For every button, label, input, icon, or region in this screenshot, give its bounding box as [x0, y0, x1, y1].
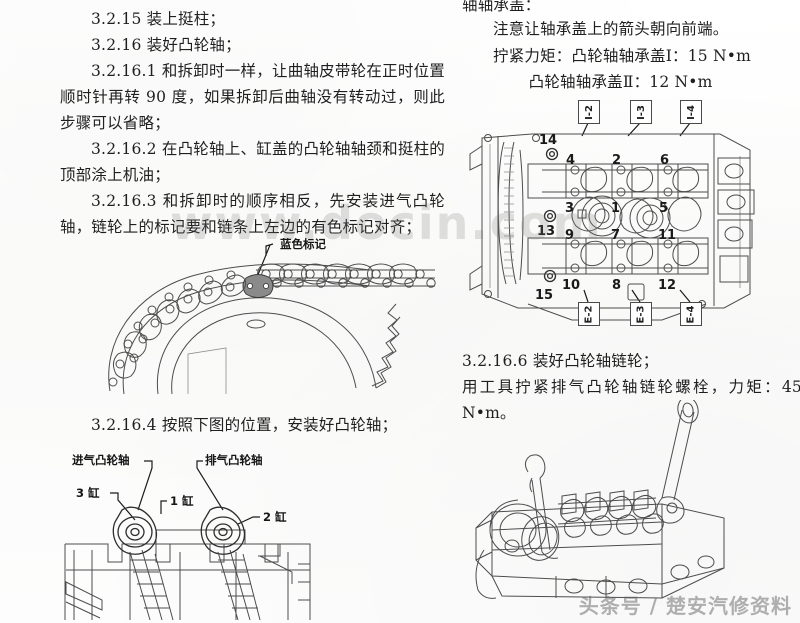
left-column: 3.2.15 装上挺柱； 3.2.16 装好凸轮轴； 3.2.16.1 和拆卸时…: [60, 0, 455, 623]
sequence-number-8: 8: [612, 278, 622, 293]
label-exhaust-camshaft: 排气凸轮轴: [205, 453, 263, 467]
cap-box-i4: I-4: [680, 100, 702, 124]
cap-box-i2: I-2: [578, 100, 600, 124]
sequence-number-9: 9: [565, 228, 575, 243]
sequence-number-15: 15: [535, 288, 554, 303]
paragraph-3-2-16-4: 3.2.16.4 按照下图的位置，安装好凸轮轴；: [91, 416, 398, 434]
paragraph-3-2-15: 3.2.15 装上挺柱；: [91, 10, 226, 28]
cylinder-head-wrench-tool-diagram: [466, 400, 796, 600]
cap-box-i4-label: I-4: [685, 104, 697, 120]
cap-box-i3: I-3: [630, 100, 652, 124]
sequence-number-13: 13: [537, 224, 556, 239]
paragraph-3-2-16-1: 3.2.16.1 和拆卸时一样，让曲轴皮带轮在正时位置顺时针再转 90 度，如果…: [60, 62, 445, 132]
sequence-number-5: 5: [659, 201, 669, 216]
chain-blue-mark-label: 蓝色标记: [280, 237, 326, 251]
paragraph-3-2-16-6: 3.2.16.6 装好凸轮轴链轮；: [462, 352, 659, 370]
paragraph-3-2-16-3: 3.2.16.3 和拆卸时的顺序相反，先安装进气凸轮轴，链轮上的标记要和链条上左…: [60, 192, 445, 236]
sequence-number-11: 11: [658, 228, 677, 243]
sequence-number-3: 3: [565, 201, 575, 216]
cap-box-i3-label: I-3: [635, 104, 647, 120]
paragraph-3-2-16-6-body: 用工具拧紧排气凸轮轴链轮螺栓，力矩：45 N•m。: [462, 378, 800, 422]
note-arrow-direction: 注意让轴承盖上的箭头朝向前端。: [493, 20, 729, 38]
sequence-number-6: 6: [660, 153, 670, 168]
cap-box-i2-label: I-2: [583, 104, 595, 120]
sequence-number-12: 12: [658, 278, 677, 293]
cylinder-head-bearing-cap-sequence-diagram: I-2 I-3 I-4 E-2 E-3 E-4 14 4 2 6 3: [462, 98, 800, 330]
cap-box-e3: E-3: [630, 302, 652, 326]
sequence-number-7: 7: [611, 228, 621, 243]
paragraph-3-2-16: 3.2.16 装好凸轮轴；: [91, 36, 241, 54]
cap-box-e4: E-4: [680, 302, 702, 326]
torque-spec-cap-1: 拧紧力矩：凸轮轴轴承盖Ⅰ：15 N•m: [493, 47, 751, 65]
sequence-number-10: 10: [562, 278, 581, 293]
sequence-number-2: 2: [612, 153, 622, 168]
sequence-number-4: 4: [566, 153, 576, 168]
cap-box-e2-label: E-2: [583, 305, 595, 323]
cap-box-e3-label: E-3: [635, 305, 647, 323]
sequence-number-1: 1: [611, 201, 621, 216]
label-cylinder-3: 3 缸: [76, 486, 100, 500]
heading-bearing-cap-cut: 轴轴承盖：: [462, 0, 541, 14]
label-cylinder-1: 1 缸: [170, 494, 194, 508]
paragraph-3-2-16-2: 3.2.16.2 在凸轮轴上、缸盖的凸轮轴轴颈和挺柱的顶部涂上机油；: [60, 140, 445, 184]
watermark-footer-source: 头条号 / 楚安汽修资料: [578, 594, 792, 618]
timing-chain-sprocket-diagram: 蓝色标记: [80, 236, 440, 396]
torque-spec-cap-2: 凸轮轴轴承盖Ⅱ：12 N•m: [528, 73, 713, 91]
camshaft-position-diagram: 进气凸轮轴 排气凸轮轴 3 缸 1 缸 2 缸: [60, 452, 400, 622]
label-intake-camshaft: 进气凸轮轴: [72, 453, 130, 467]
cap-box-e2: E-2: [578, 302, 600, 326]
sequence-number-14: 14: [539, 133, 558, 148]
label-cylinder-2: 2 缸: [263, 510, 287, 524]
right-column: 轴轴承盖： 注意让轴承盖上的箭头朝向前端。 拧紧力矩：凸轮轴轴承盖Ⅰ：15 N•…: [462, 0, 800, 623]
cap-box-e4-label: E-4: [685, 305, 697, 323]
